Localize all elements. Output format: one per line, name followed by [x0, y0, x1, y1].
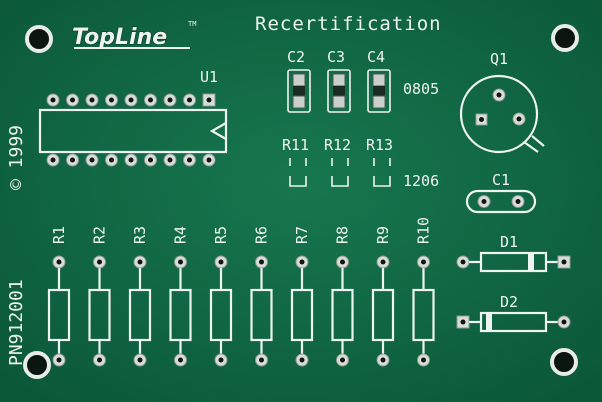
logo-text: TopLine: [72, 25, 167, 50]
svg-text:R2: R2: [91, 226, 109, 244]
svg-text:R8: R8: [334, 226, 352, 244]
resistor-r7: R7: [290, 226, 314, 367]
ic-label: U1: [200, 68, 218, 86]
resistor-r10: R10: [412, 217, 435, 367]
svg-text:R3: R3: [131, 226, 149, 244]
resistor-r5: R5: [209, 226, 233, 367]
smd-resistor-r12: R12: [324, 136, 351, 187]
svg-text:C4: C4: [367, 48, 385, 66]
svg-text:R12: R12: [324, 136, 351, 154]
capacitor-th-footprint: [465, 189, 537, 214]
diode-d1: D1: [456, 233, 571, 273]
resistor-r2: R2: [88, 226, 111, 367]
resistor-r9: R9: [371, 226, 395, 367]
resistor-array: R1 R2 R3 R4 R5 R6 R7 R8 R9 R10: [47, 217, 435, 367]
smd-resistor-group: R11 R12 R13: [282, 136, 393, 187]
svg-text:R5: R5: [212, 226, 230, 244]
smd-capacitor-c3: C3: [327, 48, 351, 113]
part-number-text: PN912001: [6, 279, 27, 366]
diode-d2: D2: [456, 293, 571, 333]
svg-text:C3: C3: [327, 48, 345, 66]
resistor-r8: R8: [331, 226, 354, 367]
mounting-hole-top-left: [25, 25, 53, 53]
resistor-package-label: 1206: [403, 172, 439, 190]
svg-text:R7: R7: [293, 226, 311, 244]
smd-capacitor-c2: C2: [287, 48, 311, 113]
copyright-text: © 1999: [6, 125, 27, 190]
smd-capacitor-group: C2 C3 C4: [287, 48, 391, 113]
transistor-footprint: [459, 74, 545, 154]
svg-text:R4: R4: [172, 226, 190, 244]
resistor-r4: R4: [169, 226, 192, 367]
mounting-hole-bottom-left: [23, 351, 51, 379]
svg-text:D1: D1: [500, 233, 518, 251]
svg-text:R13: R13: [366, 136, 393, 154]
svg-text:R9: R9: [374, 226, 392, 244]
ic-footprint: [38, 93, 228, 167]
resistor-r1: R1: [47, 226, 71, 367]
mounting-hole-top-right: [551, 24, 579, 52]
logo-trademark: TM: [188, 20, 196, 28]
svg-text:R10: R10: [415, 217, 433, 244]
resistor-r3: R3: [128, 226, 152, 367]
svg-text:R1: R1: [50, 226, 68, 244]
transistor-label: Q1: [490, 50, 508, 68]
capacitor-package-label: 0805: [403, 80, 439, 98]
smd-capacitor-c4: C4: [367, 48, 391, 113]
smd-resistor-r13: R13: [366, 136, 393, 187]
board-title: Recertification: [255, 13, 442, 35]
svg-text:R11: R11: [282, 136, 309, 154]
svg-text:C2: C2: [287, 48, 305, 66]
resistor-r6: R6: [250, 226, 273, 367]
svg-text:R6: R6: [253, 226, 271, 244]
capacitor-th-label: C1: [492, 171, 510, 189]
smd-resistor-r11: R11: [282, 136, 309, 187]
mounting-hole-bottom-right: [550, 348, 578, 376]
svg-text:D2: D2: [500, 293, 518, 311]
